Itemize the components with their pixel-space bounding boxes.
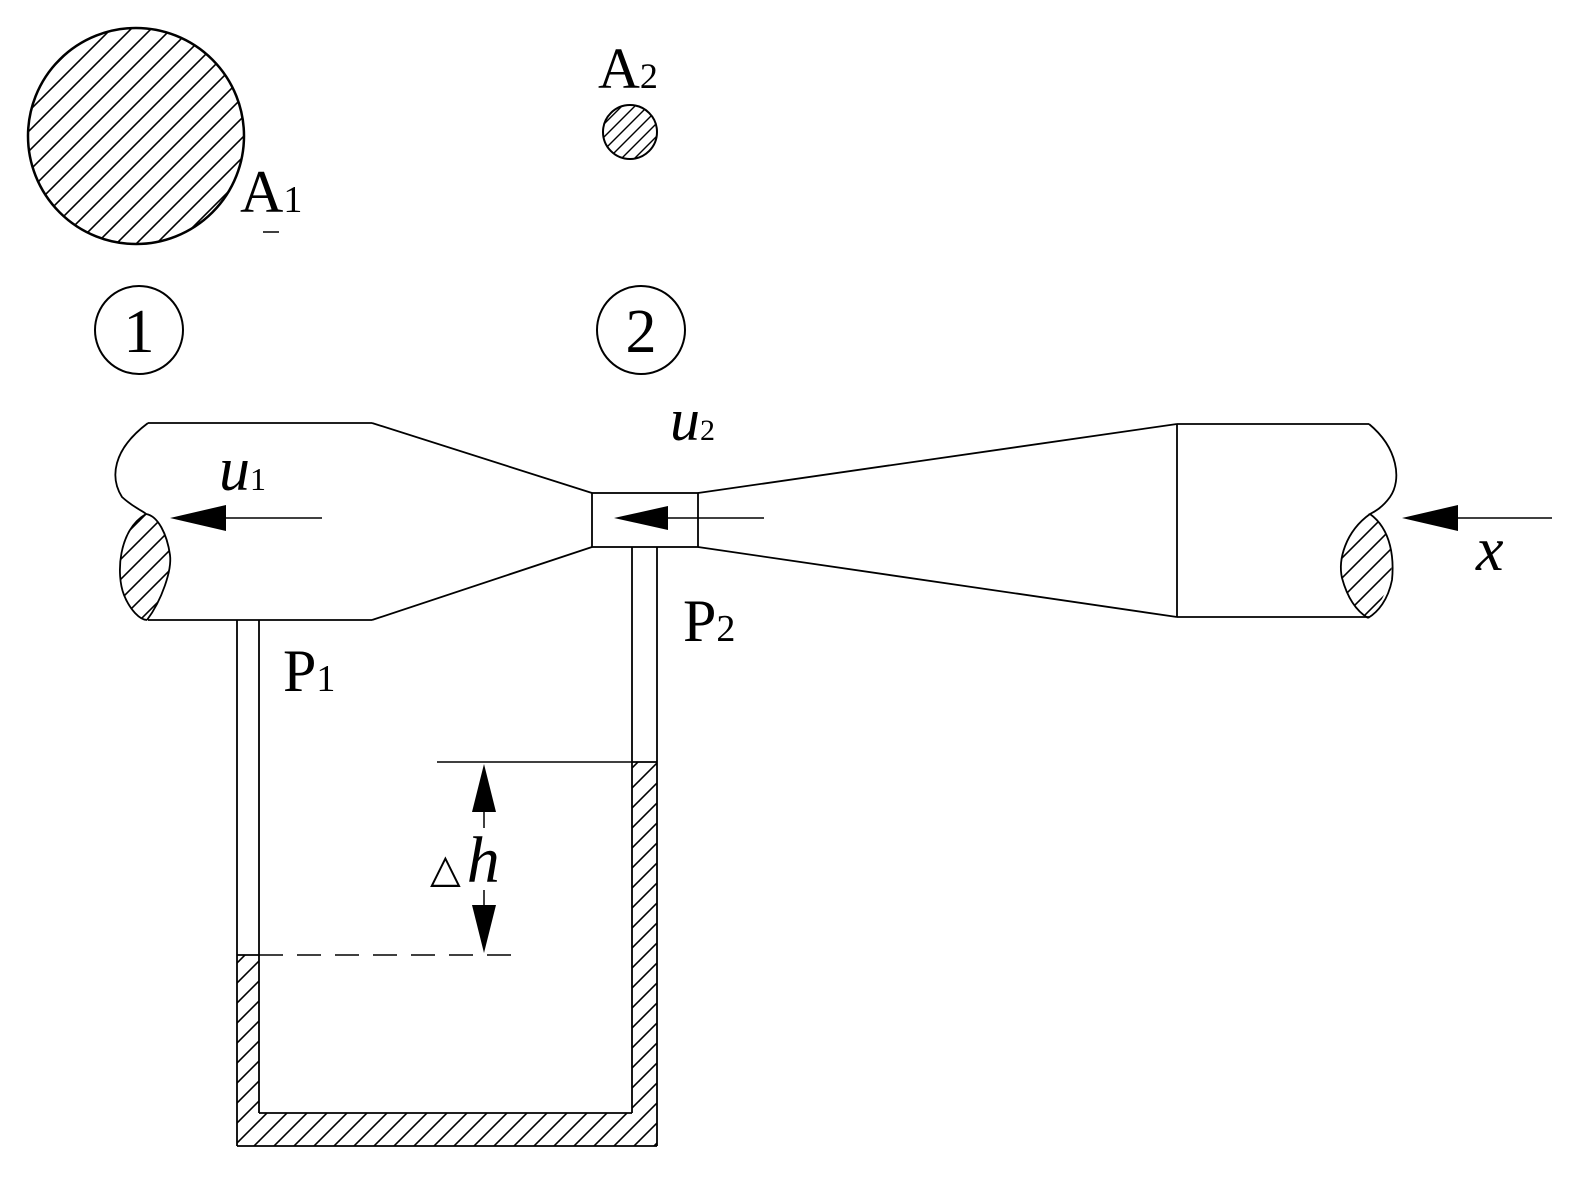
label-p1-index: 1 (316, 658, 335, 700)
label-u2-index: 2 (700, 414, 715, 447)
label-p2-index: 2 (716, 608, 735, 650)
label-a2: A2 (598, 36, 658, 101)
delta-h-up-arrow (472, 764, 496, 812)
delta-symbol: △ (430, 846, 461, 891)
delta-h-label: △h (430, 824, 500, 897)
venturi-tube (114, 422, 1398, 621)
label-a2-index: 2 (640, 56, 658, 96)
label-a2-letter: A (598, 36, 640, 101)
label-u1-index: 1 (250, 461, 266, 497)
cross-section-a2-circle (602, 104, 658, 160)
label-p2-symbol: P (683, 588, 716, 654)
label-p1-symbol: P (283, 638, 316, 704)
label-p2: P2 (683, 588, 735, 654)
u-tube-manometer (236, 547, 658, 1147)
label-p1: P1 (283, 638, 335, 704)
label-u1-symbol: u (219, 436, 250, 504)
left-pipe-break-hatch (119, 514, 171, 620)
label-u2: u2 (670, 387, 715, 453)
section-2-label: 2 (626, 298, 657, 366)
section-2-marker (596, 285, 686, 375)
label-u2-symbol: u (670, 387, 700, 453)
label-a1: A1 (240, 159, 302, 225)
cross-section-a1-circle (26, 26, 246, 246)
h-symbol: h (467, 824, 500, 897)
section-1-marker (94, 285, 184, 375)
delta-h-dimension (472, 764, 496, 953)
flow-direction-arrow (1402, 505, 1552, 531)
u1-arrow (170, 505, 322, 531)
label-x: x (1475, 516, 1504, 584)
label-a1-index: 1 (283, 179, 302, 221)
delta-h-down-arrow (472, 905, 496, 953)
label-a1-letter: A (240, 159, 283, 225)
right-pipe-break-hatch (1340, 514, 1392, 618)
label-u1: u1 (219, 436, 266, 504)
manometer-fluid (237, 762, 657, 1146)
section-1-label: 1 (124, 298, 155, 366)
u2-arrow (614, 506, 764, 530)
